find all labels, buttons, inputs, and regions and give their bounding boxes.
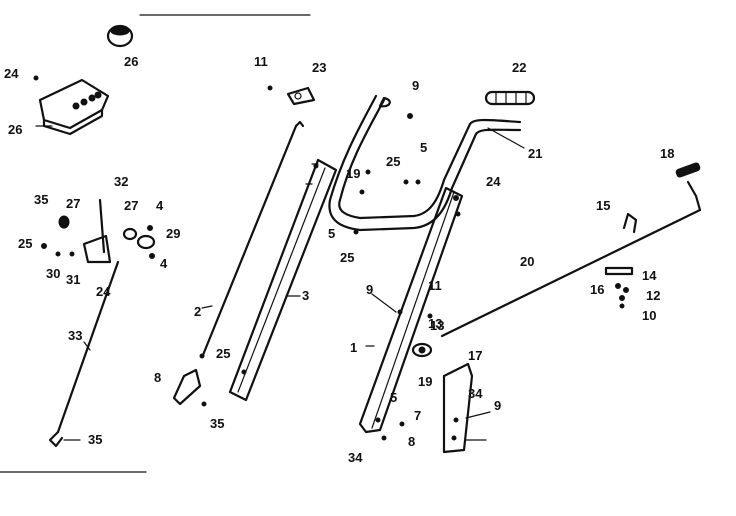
callout-label: 13 bbox=[428, 316, 442, 331]
callout-label: 35 bbox=[210, 416, 224, 431]
callout-label: 9 bbox=[412, 78, 419, 93]
small-hardware-group bbox=[604, 266, 634, 309]
bolt-13-part bbox=[411, 342, 433, 358]
callout-label: 20 bbox=[520, 254, 534, 269]
callout-label: 11 bbox=[254, 54, 268, 69]
callout-label: 27 bbox=[124, 198, 138, 213]
callout-label: 15 bbox=[596, 198, 610, 213]
callout-label: 23 bbox=[312, 60, 326, 75]
callout-label: 31 bbox=[66, 272, 80, 287]
lever-32-part bbox=[58, 198, 112, 264]
clip-8-part bbox=[172, 368, 207, 407]
callout-label: 34 bbox=[348, 450, 363, 465]
shift-rod-part bbox=[201, 124, 298, 357]
callout-label: 24 bbox=[4, 66, 19, 81]
bracket-23-part bbox=[286, 86, 316, 106]
callout-label: 25 bbox=[340, 250, 354, 265]
callout-label: 25 bbox=[386, 154, 400, 169]
grip-22-part bbox=[484, 90, 536, 106]
lower-handle-part bbox=[358, 186, 464, 434]
control-panel-plate bbox=[38, 78, 110, 136]
callout-label: 18 bbox=[660, 146, 674, 161]
callout-label: 14 bbox=[642, 268, 657, 283]
callout-label: 34 bbox=[468, 386, 483, 401]
callout-label: 5 bbox=[420, 140, 427, 155]
callout-label: 8 bbox=[408, 434, 415, 449]
callout-label: 35 bbox=[34, 192, 48, 207]
linkage-part bbox=[122, 225, 156, 259]
callout-label: 12 bbox=[646, 288, 660, 303]
control-rod-part bbox=[440, 162, 702, 338]
callout-label: 2 bbox=[194, 304, 201, 319]
callout-label: 1 bbox=[350, 340, 357, 355]
callout-label: 19 bbox=[418, 374, 432, 389]
callout-label: 26 bbox=[124, 54, 138, 69]
callout-label: 5 bbox=[328, 226, 335, 241]
callout-label: 8 bbox=[154, 370, 161, 385]
callout-label: 9 bbox=[494, 398, 501, 413]
leader-lines bbox=[35, 125, 525, 441]
callout-label: 13 bbox=[430, 318, 444, 333]
callout-label: 21 bbox=[528, 146, 542, 161]
callout-label: 30 bbox=[46, 266, 60, 281]
upper-handle-part bbox=[328, 94, 522, 232]
knob-part bbox=[106, 24, 134, 48]
bracket-17-part bbox=[442, 362, 474, 454]
callout-label: 10 bbox=[642, 308, 656, 323]
callout-label: 35 bbox=[88, 432, 102, 447]
callout-label: 33 bbox=[68, 328, 82, 343]
callout-label: 25 bbox=[18, 236, 32, 251]
callout-label: 29 bbox=[166, 226, 180, 241]
callout-label: 25 bbox=[216, 346, 230, 361]
callout-label: 26 bbox=[8, 122, 22, 137]
callout-label: 5 bbox=[390, 390, 397, 405]
callout-label: 11 bbox=[428, 278, 442, 293]
callout-label: 7 bbox=[414, 408, 421, 423]
callout-label: 9 bbox=[366, 282, 373, 297]
callout-label: 22 bbox=[512, 60, 526, 75]
callout-label: 4 bbox=[156, 198, 164, 213]
callout-label: 19 bbox=[346, 166, 360, 181]
handle-channel-part bbox=[228, 158, 338, 402]
callout-label: 17 bbox=[468, 348, 482, 363]
callout-label: 4 bbox=[160, 256, 168, 271]
callout-label: 24 bbox=[96, 284, 111, 299]
callout-label: 27 bbox=[66, 196, 80, 211]
callout-label: 32 bbox=[114, 174, 128, 189]
callout-label: 3 bbox=[302, 288, 309, 303]
callout-label: 16 bbox=[590, 282, 604, 297]
screw-24-part bbox=[33, 75, 39, 81]
callout-label: 24 bbox=[486, 174, 501, 189]
